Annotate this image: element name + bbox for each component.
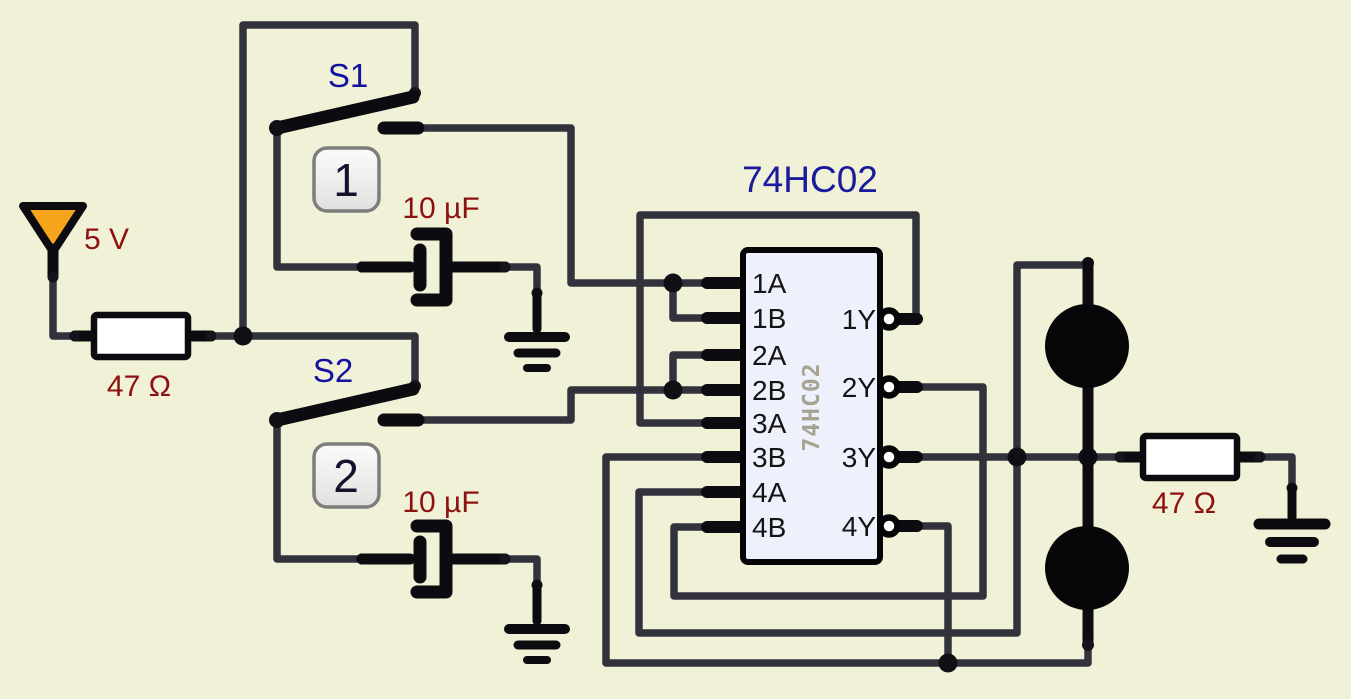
pushbutton-body[interactable]	[312, 442, 381, 509]
chip-pin-label: 1Y	[842, 304, 877, 335]
wire-2b-to-2a[interactable]	[669, 351, 710, 394]
chip-pin-label: 1B	[752, 303, 786, 334]
junction-dot	[233, 326, 253, 346]
chip-pin-label: 4B	[752, 512, 786, 543]
chip-74hc02[interactable]: 74HC02 1A 1B 2A 2B 3A 3B 4A 4B 1Y 2Y 3Y	[701, 159, 923, 565]
wire-2y-to-4b[interactable]	[670, 383, 987, 600]
capacitor-c1[interactable]: 10 µF	[356, 192, 511, 307]
junction-dot	[938, 653, 958, 673]
resistor-value-label: 47 Ω	[107, 370, 171, 403]
switch-s1[interactable]: S1	[269, 57, 425, 136]
wire-c1-to-ground1[interactable]	[501, 263, 541, 295]
switch-pivot	[269, 120, 285, 136]
chip-pin-label: 4Y	[842, 511, 877, 542]
capacitor-value-label: 10 µF	[402, 192, 479, 225]
pushbutton-2[interactable]: 2	[312, 442, 381, 509]
junction-dot	[663, 380, 683, 400]
switch-s2[interactable]: S2	[269, 352, 425, 428]
terminal-dot	[499, 261, 511, 273]
capacitor-c2[interactable]: 10 µF	[356, 486, 511, 599]
resistor-r2[interactable]: 47 Ω	[1114, 432, 1266, 520]
ground-symbol-1[interactable]	[504, 287, 570, 372]
lamp-bulb[interactable]	[1045, 526, 1129, 610]
chip-pin-label: 3Y	[842, 442, 877, 473]
pushbutton-label: 2	[333, 450, 359, 502]
junction-dot	[1007, 447, 1027, 467]
terminal-dot	[499, 553, 511, 565]
chip-title-label: 74HC02	[742, 159, 878, 200]
terminal-dot	[1254, 451, 1266, 463]
chip-output-bubble	[877, 307, 901, 331]
lamp-1[interactable]	[1045, 257, 1129, 461]
chip-output-bubble	[877, 514, 901, 538]
wire-r2-to-ground3[interactable]	[1254, 453, 1296, 490]
wire-1a-to-1b[interactable]	[669, 279, 710, 322]
junction-dots	[233, 273, 1098, 673]
ground-symbol-2[interactable]	[504, 579, 570, 664]
wire-1y-to-3a[interactable]	[636, 211, 920, 427]
resistor-value-label: 47 Ω	[1152, 487, 1216, 520]
wire-4a-to-3y-net[interactable]	[635, 453, 1021, 637]
resistor-r1[interactable]: 47 Ω	[69, 311, 217, 403]
voltage-source[interactable]: 5 V	[19, 202, 129, 283]
junction-dot	[663, 273, 683, 293]
ground-symbol-3[interactable]	[1253, 482, 1331, 564]
terminal-dot	[205, 330, 217, 342]
pushbutton-label: 1	[333, 154, 359, 206]
resistor-body[interactable]	[1139, 432, 1241, 482]
resistor-body[interactable]	[90, 311, 192, 361]
chip-pin-label: 4A	[752, 477, 787, 508]
capacitor-value-label: 10 µF	[402, 486, 479, 519]
wire-rail-to-s2-throw[interactable]	[239, 332, 419, 389]
chip-pin-label: 2A	[752, 340, 787, 371]
pushbutton-body[interactable]	[312, 146, 381, 213]
switch-reference-label: S2	[313, 352, 353, 389]
chip-output-bubble	[877, 445, 901, 469]
terminal-dot	[47, 271, 59, 283]
chip-pin-label: 2Y	[842, 372, 877, 403]
wire-3b-to-4y-rail[interactable]	[602, 453, 1092, 667]
terminal-dot	[1082, 639, 1094, 651]
chip-body[interactable]	[740, 247, 883, 565]
chip-pin-label: 1A	[752, 268, 787, 299]
lamp-bulb[interactable]	[1045, 304, 1129, 388]
wire-s1-common-to-c1[interactable]	[273, 124, 366, 271]
chip-pin-label: 3B	[752, 442, 786, 473]
wire-rail-to-s1-throw[interactable]	[239, 21, 419, 340]
terminal-dot	[69, 330, 81, 342]
chip-package-label: 74HC02	[799, 362, 825, 451]
chip-pin-label: 2B	[752, 375, 786, 406]
terminal-dot	[1114, 451, 1126, 463]
wire-s2-common-to-c2[interactable]	[273, 416, 366, 563]
chip-output-bubble	[877, 375, 901, 399]
switch-lever[interactable]	[270, 382, 420, 427]
pushbutton-1[interactable]: 1	[312, 146, 381, 213]
chip-pin-label: 3A	[752, 408, 787, 439]
switch-pivot	[269, 412, 285, 428]
lamp-2[interactable]	[1045, 453, 1129, 651]
wire-4y-down[interactable]	[912, 522, 952, 667]
voltage-source-triangle[interactable]	[19, 202, 87, 256]
switch-reference-label: S1	[328, 57, 368, 94]
wire-c2-to-ground2[interactable]	[501, 555, 541, 587]
voltage-source-label: 5 V	[84, 223, 129, 256]
switch-lever[interactable]	[270, 90, 420, 135]
